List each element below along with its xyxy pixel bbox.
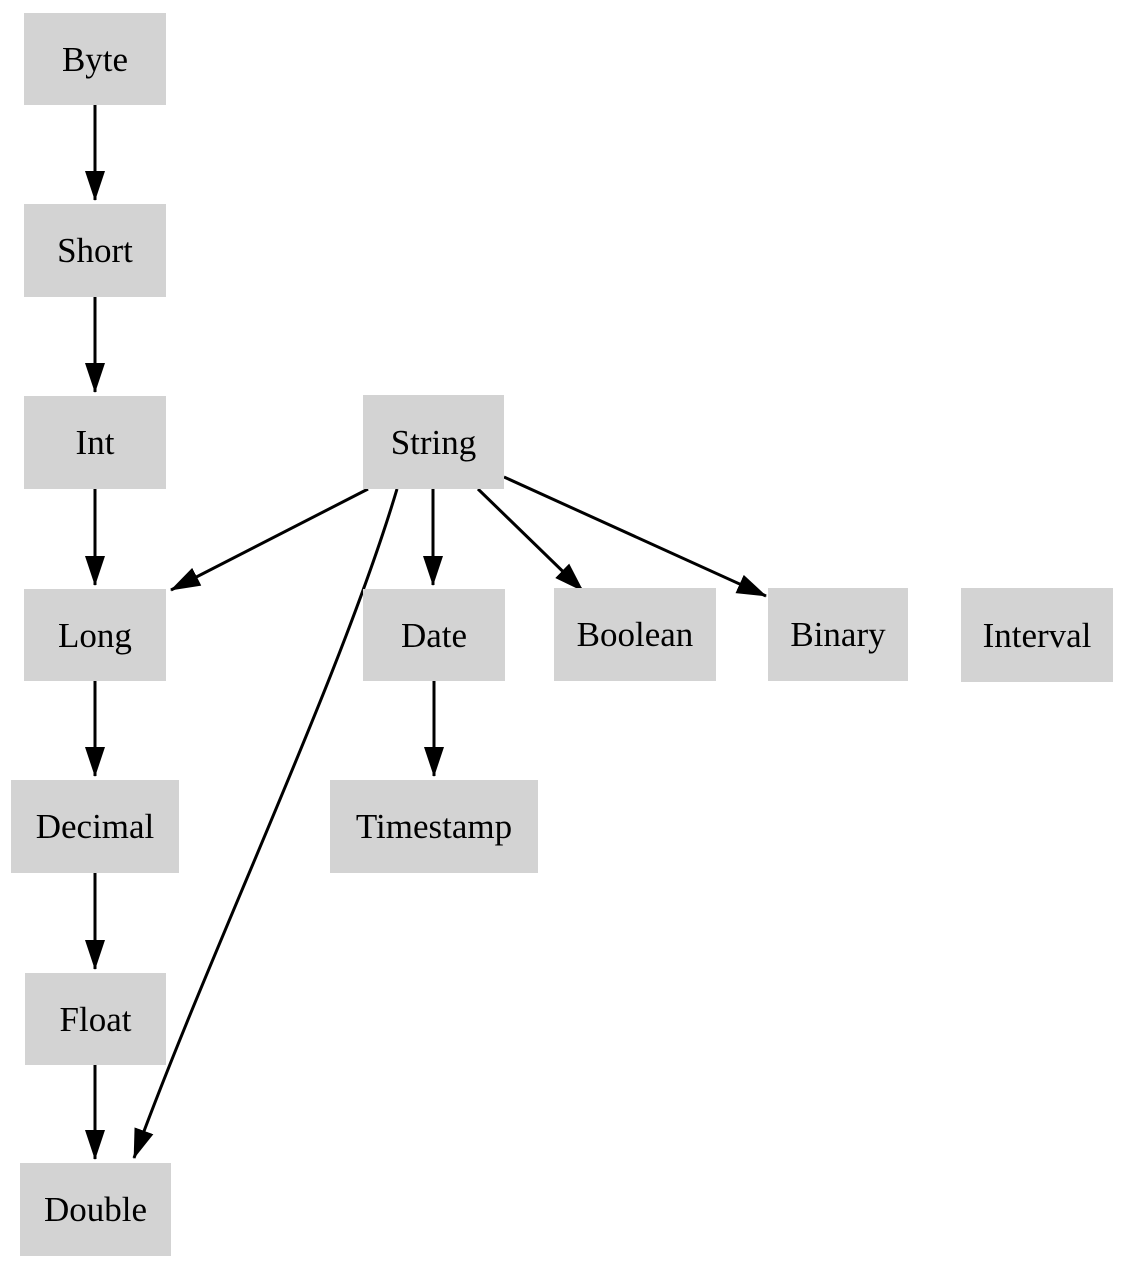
node-timestamp: Timestamp xyxy=(330,780,538,873)
edge-string-long xyxy=(170,487,369,592)
node-binary: Binary xyxy=(768,588,908,681)
node-float: Float xyxy=(25,973,166,1065)
node-long: Long xyxy=(24,589,166,681)
node-decimal: Decimal xyxy=(11,780,179,873)
node-double: Double xyxy=(20,1163,171,1256)
node-date: Date xyxy=(363,589,505,681)
edge-string-double xyxy=(132,488,399,1159)
node-short: Short xyxy=(24,204,166,297)
node-interval: Interval xyxy=(961,588,1113,682)
edge-string-boolean xyxy=(476,487,585,593)
node-string: String xyxy=(363,395,504,489)
edge-string-binary xyxy=(503,475,767,598)
node-boolean: Boolean xyxy=(554,588,716,681)
node-byte: Byte xyxy=(24,13,166,105)
node-int: Int xyxy=(24,396,166,489)
